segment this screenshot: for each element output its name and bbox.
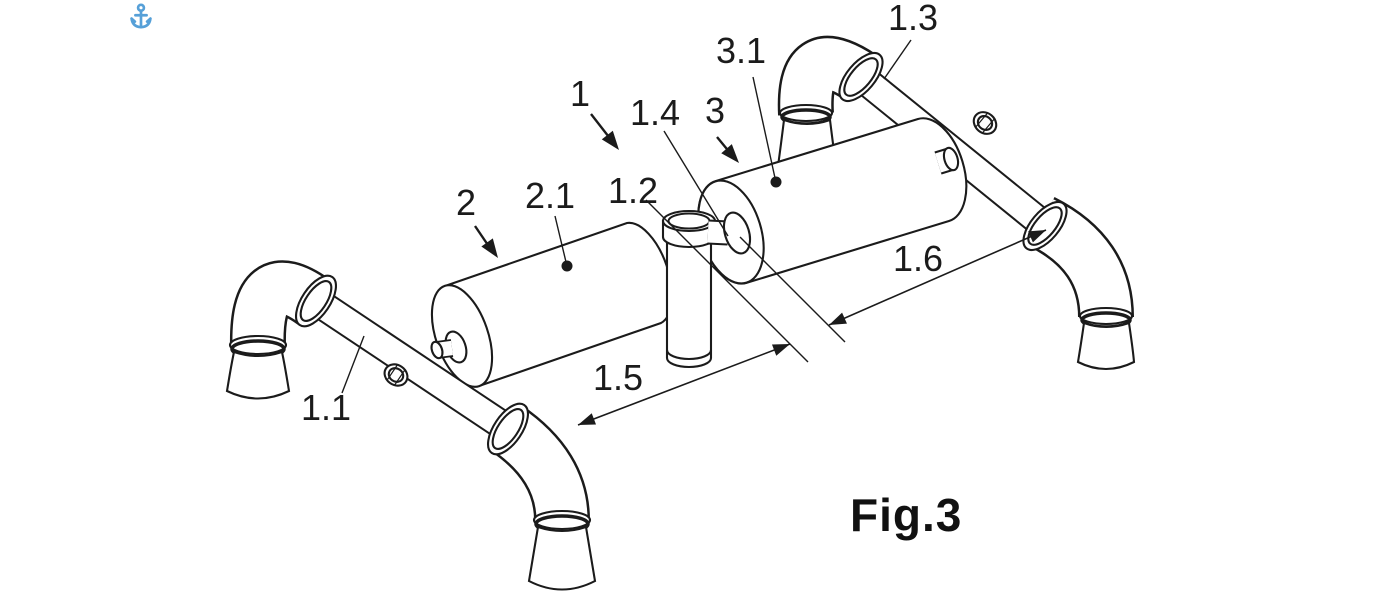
extension-line-1-6: [739, 236, 846, 343]
ref-label-2: 2: [456, 182, 477, 223]
label-arrowheads: [481, 130, 739, 258]
ref-label-3-1: 3.1: [716, 30, 767, 71]
dimension-lines: [577, 229, 1047, 426]
leader-1-3: [883, 39, 912, 80]
figure-caption: Fig.3: [850, 489, 963, 541]
ref-label-3: 3: [705, 90, 726, 131]
dot-2-1: [561, 260, 573, 272]
corner-back-left: [225, 260, 337, 400]
bolt-left-rail: [383, 363, 409, 387]
leader-dots: [561, 176, 782, 272]
corner-back-right: [776, 35, 884, 175]
ref-label-1-6: 1.6: [893, 238, 944, 279]
center-post-shape: [661, 209, 717, 369]
roller-2-shape: [430, 221, 673, 388]
leader-1-2-extension: [645, 199, 809, 363]
leader-3-1: [752, 76, 776, 179]
dot-3-1: [770, 176, 782, 188]
bolt-right-rail: [972, 111, 998, 135]
reference-leader-lines: [341, 39, 912, 394]
dimension-line-1-6: [828, 229, 1047, 326]
leader-1-4: [663, 130, 729, 237]
corner-front-left: [487, 402, 597, 591]
ref-label-1-2: 1.2: [608, 170, 659, 211]
ref-label-1-3: 1.3: [888, 0, 939, 38]
corner-front-right: [1022, 196, 1136, 371]
roller-3-hub: [707, 211, 752, 255]
dimension-line-1-5: [577, 343, 791, 426]
ref-label-1-5: 1.5: [593, 357, 644, 398]
anchor-icon[interactable]: [128, 2, 154, 30]
ref-label-2-1: 2.1: [525, 175, 576, 216]
rail-front-left: [307, 288, 517, 442]
leader-2-1: [554, 215, 567, 263]
ref-label-1-4: 1.4: [630, 92, 681, 133]
ref-label-1: 1: [570, 73, 591, 114]
dimension-arrowheads: [578, 230, 1046, 425]
ref-label-1-1: 1.1: [301, 387, 352, 428]
leader-1-1: [341, 335, 365, 394]
